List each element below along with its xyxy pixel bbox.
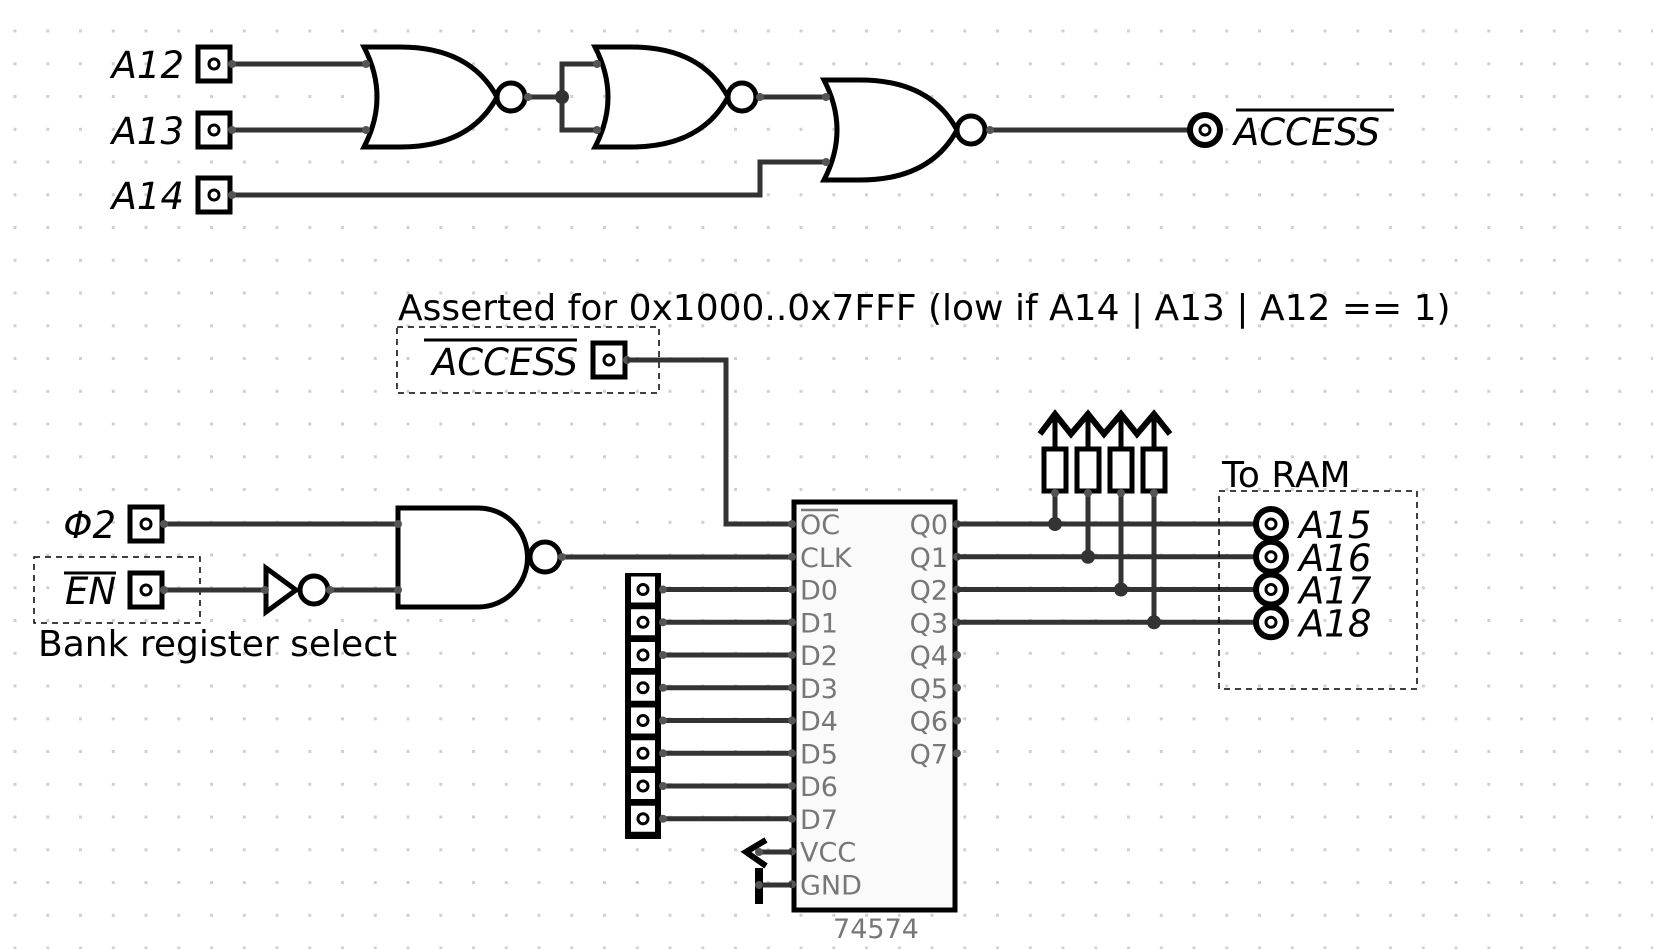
wire-access-to-oc bbox=[627, 357, 792, 527]
vcc-arrow-icon bbox=[740, 837, 768, 869]
junction-q0 bbox=[1048, 517, 1062, 531]
header-pin-d1[interactable] bbox=[631, 609, 655, 636]
input-port-a13[interactable] bbox=[195, 110, 233, 150]
pullup-resistors bbox=[1037, 409, 1173, 494]
input-label-a12: A12 bbox=[110, 44, 184, 87]
header-pin-d2[interactable] bbox=[631, 642, 655, 668]
pin-dot bbox=[788, 520, 796, 528]
header-pin-d0[interactable] bbox=[631, 576, 655, 603]
chip-pin-q5: Q5 bbox=[910, 674, 948, 705]
input-port-phi2[interactable] bbox=[127, 504, 165, 544]
chip-pin-d3: D3 bbox=[800, 674, 838, 705]
junction-nor2-inputs bbox=[555, 90, 569, 104]
data-header bbox=[625, 573, 792, 839]
chip-pin-d6: D6 bbox=[800, 772, 838, 803]
input-port-en[interactable] bbox=[127, 570, 165, 610]
pin-dot bbox=[788, 552, 796, 561]
chip-pin-q4: Q4 bbox=[910, 641, 948, 672]
pin-dot bbox=[788, 683, 796, 692]
enable-group-label: Bank register select bbox=[38, 624, 397, 665]
inverter-gate bbox=[263, 563, 331, 617]
pin-dot bbox=[788, 585, 796, 594]
pullup-resistor-3 bbox=[1107, 418, 1135, 494]
nor-gate-1 bbox=[359, 44, 528, 150]
input-label-access: ACCESS bbox=[430, 341, 578, 384]
junction-q2 bbox=[1114, 582, 1128, 597]
ram-group-box bbox=[1218, 490, 1418, 690]
chip-pin-oc: OC bbox=[800, 510, 840, 541]
output-port-a18[interactable] bbox=[1253, 604, 1289, 641]
pin-dot bbox=[788, 716, 796, 725]
input-label-a14: A14 bbox=[110, 175, 184, 218]
chip-pin-q1: Q1 bbox=[910, 543, 948, 574]
pin-dot bbox=[953, 749, 961, 758]
q-output-wires bbox=[957, 489, 1258, 630]
pin-dot bbox=[788, 618, 796, 627]
pin-dot bbox=[788, 651, 796, 659]
output-label-a15: A15 bbox=[1297, 504, 1371, 547]
pin-dot bbox=[953, 651, 961, 659]
chip-pin-q2: Q2 bbox=[910, 576, 948, 607]
output-label-a16: A16 bbox=[1297, 537, 1371, 580]
output-label-access: ACCESS bbox=[1232, 111, 1380, 154]
pullup-resistor-2 bbox=[1074, 418, 1102, 494]
pin-dot bbox=[788, 749, 796, 758]
output-port-a15[interactable] bbox=[1253, 506, 1289, 542]
chip-name: 74574 bbox=[833, 914, 919, 945]
nand-gate bbox=[395, 505, 563, 610]
junction-q3 bbox=[1147, 615, 1161, 630]
ram-group-label: To RAM bbox=[1221, 455, 1351, 496]
pin-dot bbox=[953, 683, 961, 692]
wire-a14 bbox=[232, 159, 826, 198]
input-port-access[interactable] bbox=[590, 340, 628, 380]
header-pin-d6[interactable] bbox=[631, 773, 655, 799]
chip-pin-clk: CLK bbox=[800, 543, 853, 574]
input-label-en: EN bbox=[65, 570, 116, 613]
header-pin-d3[interactable] bbox=[631, 674, 655, 701]
chip-pin-d5: D5 bbox=[800, 739, 838, 770]
chip-pin-gnd: GND bbox=[800, 870, 862, 901]
chip-pin-q3: Q3 bbox=[910, 608, 948, 639]
nor-gate-3 bbox=[819, 77, 988, 183]
chip-pin-vcc: VCC bbox=[800, 838, 856, 869]
vcc-arrows-icon bbox=[1037, 409, 1173, 439]
chip-pin-d4: D4 bbox=[800, 707, 838, 738]
pin-dot bbox=[953, 716, 961, 725]
input-port-a14[interactable] bbox=[195, 175, 233, 215]
pin-dot bbox=[788, 814, 796, 823]
chip-pin-q6: Q6 bbox=[910, 707, 948, 738]
output-label-a18: A18 bbox=[1297, 602, 1371, 645]
input-port-a12[interactable] bbox=[195, 44, 233, 84]
output-label-a17: A17 bbox=[1297, 570, 1372, 613]
chip-pin-d7: D7 bbox=[800, 805, 838, 836]
pullup-resistor-4 bbox=[1140, 418, 1168, 494]
header-pin-d4[interactable] bbox=[631, 707, 655, 734]
chip-pin-d2: D2 bbox=[800, 641, 838, 672]
output-port-access[interactable] bbox=[1187, 112, 1223, 148]
output-port-a16[interactable] bbox=[1253, 538, 1289, 575]
pin-dot bbox=[788, 782, 796, 790]
chip-pin-d1: D1 bbox=[800, 608, 838, 639]
header-pin-d7[interactable] bbox=[631, 805, 655, 832]
nor-gate-2 bbox=[590, 44, 759, 150]
chip-pin-q0: Q0 bbox=[910, 510, 948, 541]
junction-q1 bbox=[1081, 549, 1095, 564]
output-port-a17[interactable] bbox=[1253, 571, 1289, 608]
chip-body bbox=[791, 499, 958, 913]
access-note: Asserted for 0x1000..0x7FFF (low if A14 … bbox=[398, 288, 1451, 329]
address-decoder: A12 A13 A14 bbox=[110, 44, 1394, 218]
header-pin-d5[interactable] bbox=[631, 740, 655, 767]
chip-pin-q7: Q7 bbox=[910, 739, 948, 770]
input-label-a13: A13 bbox=[110, 110, 184, 153]
clock-enable-group: Φ2 EN Bank register select bbox=[33, 504, 792, 665]
chip-pin-d0: D0 bbox=[800, 576, 838, 607]
access-input-group: ACCESS bbox=[396, 326, 660, 394]
power-symbols bbox=[740, 837, 792, 904]
input-label-phi2: Φ2 bbox=[63, 504, 116, 547]
